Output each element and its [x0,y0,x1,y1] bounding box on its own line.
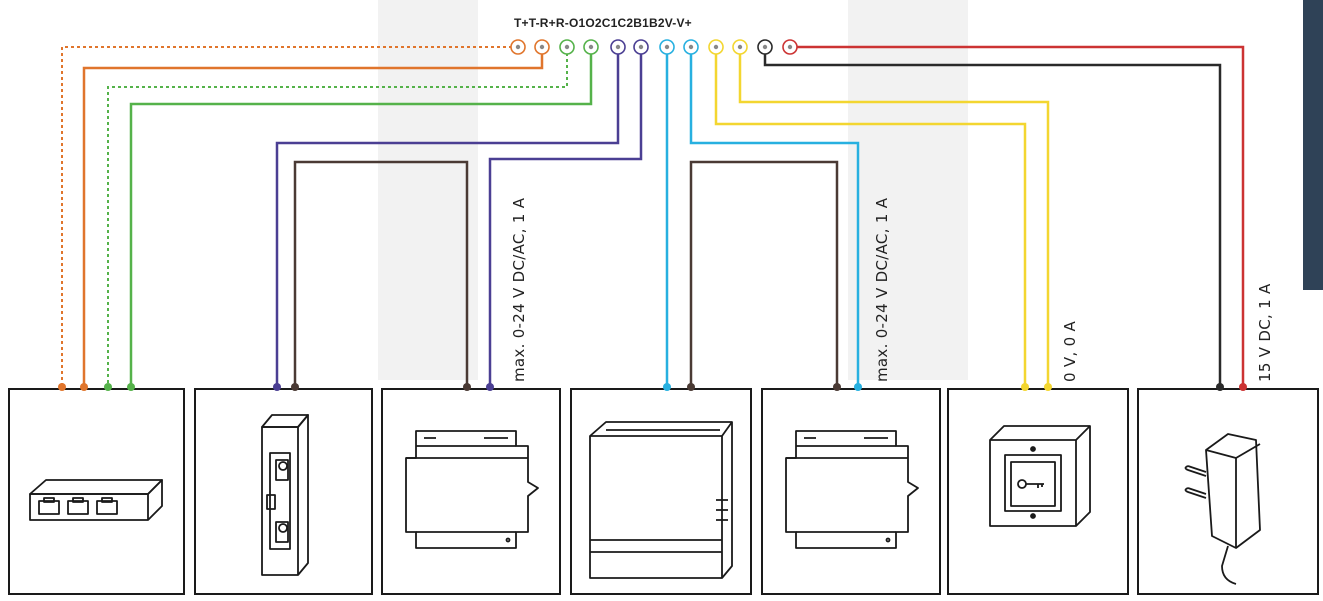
wire-psu-relay [689,160,839,387]
network-switch-icon [29,479,163,521]
terminal-header: T+T-R+R-O1O2C1C2B1B2V-V+ [514,16,692,30]
wire-v-plus [790,45,1245,387]
wire-b2 [738,47,1050,387]
watermark-right-bar [848,0,968,380]
din-relay-module-icon [405,430,539,549]
device-box-electric-strike [194,388,373,595]
exit-button-rating-label: 0 V, 0 A [1061,320,1079,382]
electric-strike-icon [261,414,309,576]
wire-v-minus [763,47,1222,387]
exit-button-icon [989,425,1091,527]
wire-o2 [488,47,643,387]
wire-r-minus [129,47,593,387]
wire-strike-relay [293,160,469,387]
power-adapter-icon [1184,433,1261,585]
device-box-relay-module-1 [381,388,561,595]
relay-2-rating-label: max. 0-24 V DC/AC, 1 A [873,197,891,382]
device-box-exit-button [947,388,1129,595]
din-power-supply-icon [589,421,733,579]
wire-t-plus [61,46,518,387]
device-box-relay-module-2 [761,388,941,595]
wire-b1 [714,47,1027,387]
wire-r-plus [107,47,568,387]
relay-1-rating-label: max. 0-24 V DC/AC, 1 A [510,197,528,382]
device-box-power-adapter [1137,388,1319,595]
device-box-power-supply [570,388,752,595]
watermark-left-bar [378,0,478,380]
din-relay-module-icon [785,430,919,549]
sidebar-strip [1303,0,1323,290]
wire-t-minus [82,47,544,387]
wire-o1 [275,47,620,387]
power-adapter-rating-label: 15 V DC, 1 A [1256,283,1274,382]
wire-c2 [689,47,860,387]
device-box-network-switch [8,388,185,595]
